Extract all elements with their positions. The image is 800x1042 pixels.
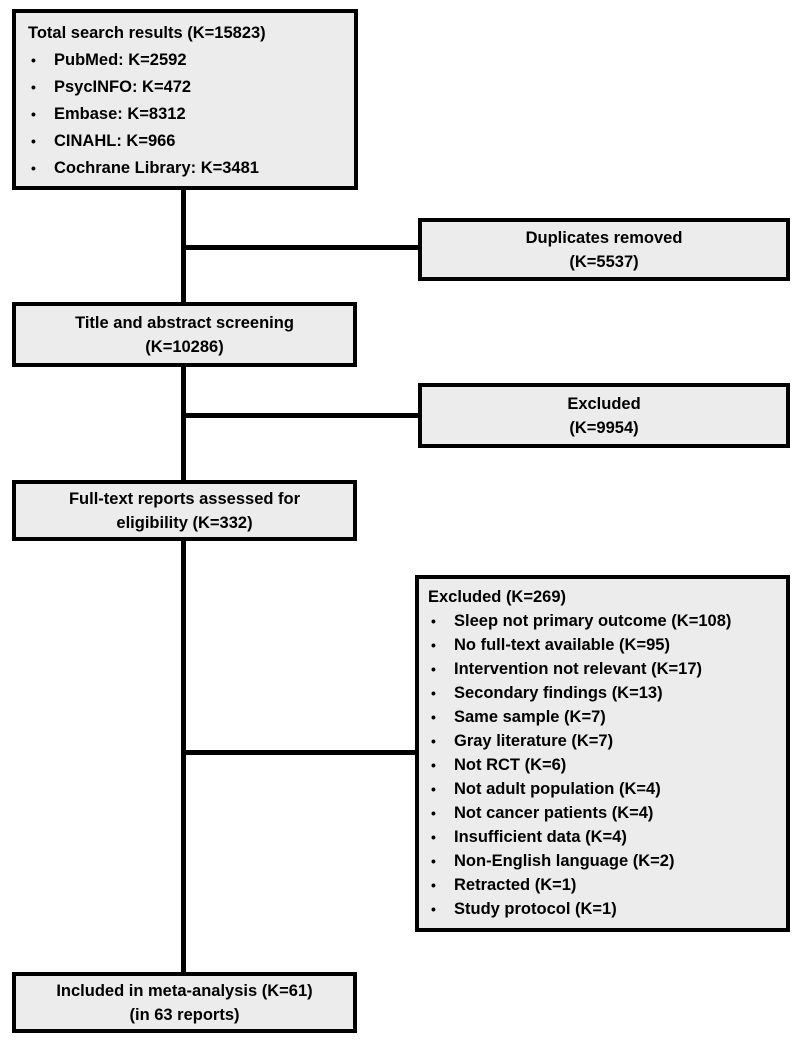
duplicates-removed-line2: (K=5537) [569,252,639,271]
database-result-text: Embase: K=8312 [54,105,186,123]
box-excluded-screening: Excluded (K=9954) [418,383,790,448]
exclusion-reason-item: • Insufficient data (K=4) [428,825,782,849]
database-result-text: Cochrane Library: K=3481 [54,159,259,177]
exclusion-reason-item: • Same sample (K=7) [428,705,782,729]
included-line2: (in 63 reports) [129,1005,240,1024]
exclusion-reason-text: Insufficient data (K=4) [454,828,627,846]
exclusion-reason-item: • Not RCT (K=6) [428,753,782,777]
bullet-icon: • [431,805,436,821]
database-result-text: PsycINFO: K=472 [54,78,192,96]
box-title-abstract-screening: Title and abstract screening (K=10286) [12,302,357,367]
bullet-icon: • [431,661,436,677]
connector-excluded-fulltext-branch [183,750,415,755]
exclusion-reason-item: • Study protocol (K=1) [428,897,782,921]
database-result-item: • PsycINFO: K=472 [28,74,350,101]
exclusion-reason-text: Retracted (K=1) [454,876,577,894]
database-result-item: • Cochrane Library: K=3481 [28,155,350,182]
exclusion-reason-item: • Sleep not primary outcome (K=108) [428,609,782,633]
connector-main-vertical [181,189,186,973]
excluded-screening-line2: (K=9954) [569,418,639,437]
bullet-icon: • [431,829,436,845]
bullet-icon: • [431,901,436,917]
connector-duplicates-branch [183,245,418,250]
bullet-icon: • [431,637,436,653]
database-result-item: • CINAHL: K=966 [28,128,350,155]
bullet-icon: • [431,733,436,749]
exclusion-reason-item: • Secondary findings (K=13) [428,681,782,705]
exclusion-reasons-list: • Sleep not primary outcome (K=108) • No… [428,609,782,921]
exclusion-reason-text: Same sample (K=7) [454,708,606,726]
bullet-icon: • [431,709,436,725]
fulltext-line1: Full-text reports assessed for [68,489,301,508]
exclusion-reason-text: Intervention not relevant (K=17) [454,660,703,678]
exclusion-reason-text: Not cancer patients (K=4) [454,804,654,822]
database-result-item: • PubMed: K=2592 [28,47,350,74]
screening-line1: Title and abstract screening [75,313,294,332]
database-result-text: CINAHL: K=966 [54,132,176,150]
exclusion-reason-item: • Intervention not relevant (K=17) [428,657,782,681]
box-included-meta-analysis: Included in meta-analysis (K=61) (in 63 … [12,972,357,1033]
box-duplicates-removed: Duplicates removed (K=5537) [418,218,790,281]
exclusion-reason-text: Not adult population (K=4) [454,780,661,798]
excluded-fulltext-title: Excluded (K=269) [428,588,567,606]
fulltext-line2: eligibility (K=332) [116,513,253,532]
exclusion-reason-item: • Not adult population (K=4) [428,777,782,801]
box-excluded-fulltext: Excluded (K=269) • Sleep not primary out… [415,575,790,932]
excluded-screening-line1: Excluded [567,394,641,413]
bullet-icon: • [431,877,436,893]
box-fulltext-assessed: Full-text reports assessed for eligibili… [12,480,357,541]
box-total-search-results: Total search results (K=15823) • PubMed:… [12,9,358,190]
screening-line2: (K=10286) [145,337,224,356]
bullet-icon: • [31,52,36,68]
exclusion-reason-item: • Not cancer patients (K=4) [428,801,782,825]
exclusion-reason-text: Study protocol (K=1) [454,900,617,918]
exclusion-reason-item: • Gray literature (K=7) [428,729,782,753]
exclusion-reason-text: Secondary findings (K=13) [454,684,663,702]
bullet-icon: • [31,106,36,122]
exclusion-reason-text: No full-text available (K=95) [454,636,670,654]
database-result-text: PubMed: K=2592 [54,51,187,69]
bullet-icon: • [431,757,436,773]
bullet-icon: • [431,613,436,629]
bullet-icon: • [431,853,436,869]
bullet-icon: • [31,133,36,149]
exclusion-reason-item: • Non-English language (K=2) [428,849,782,873]
exclusion-reason-text: Sleep not primary outcome (K=108) [454,612,732,630]
connector-excluded-screening-branch [183,413,418,418]
database-results-list: • PubMed: K=2592 • PsycINFO: K=472 • Emb… [28,47,350,182]
bullet-icon: • [431,781,436,797]
duplicates-removed-line1: Duplicates removed [525,228,683,247]
exclusion-reason-item: • Retracted (K=1) [428,873,782,897]
database-result-item: • Embase: K=8312 [28,101,350,128]
bullet-icon: • [431,685,436,701]
exclusion-reason-text: Gray literature (K=7) [454,732,614,750]
exclusion-reason-text: Non-English language (K=2) [454,852,675,870]
bullet-icon: • [31,79,36,95]
exclusion-reason-text: Not RCT (K=6) [454,756,567,774]
included-line1: Included in meta-analysis (K=61) [56,981,313,1000]
total-search-results-title: Total search results (K=15823) [28,24,266,42]
exclusion-reason-item: • No full-text available (K=95) [428,633,782,657]
bullet-icon: • [31,160,36,176]
